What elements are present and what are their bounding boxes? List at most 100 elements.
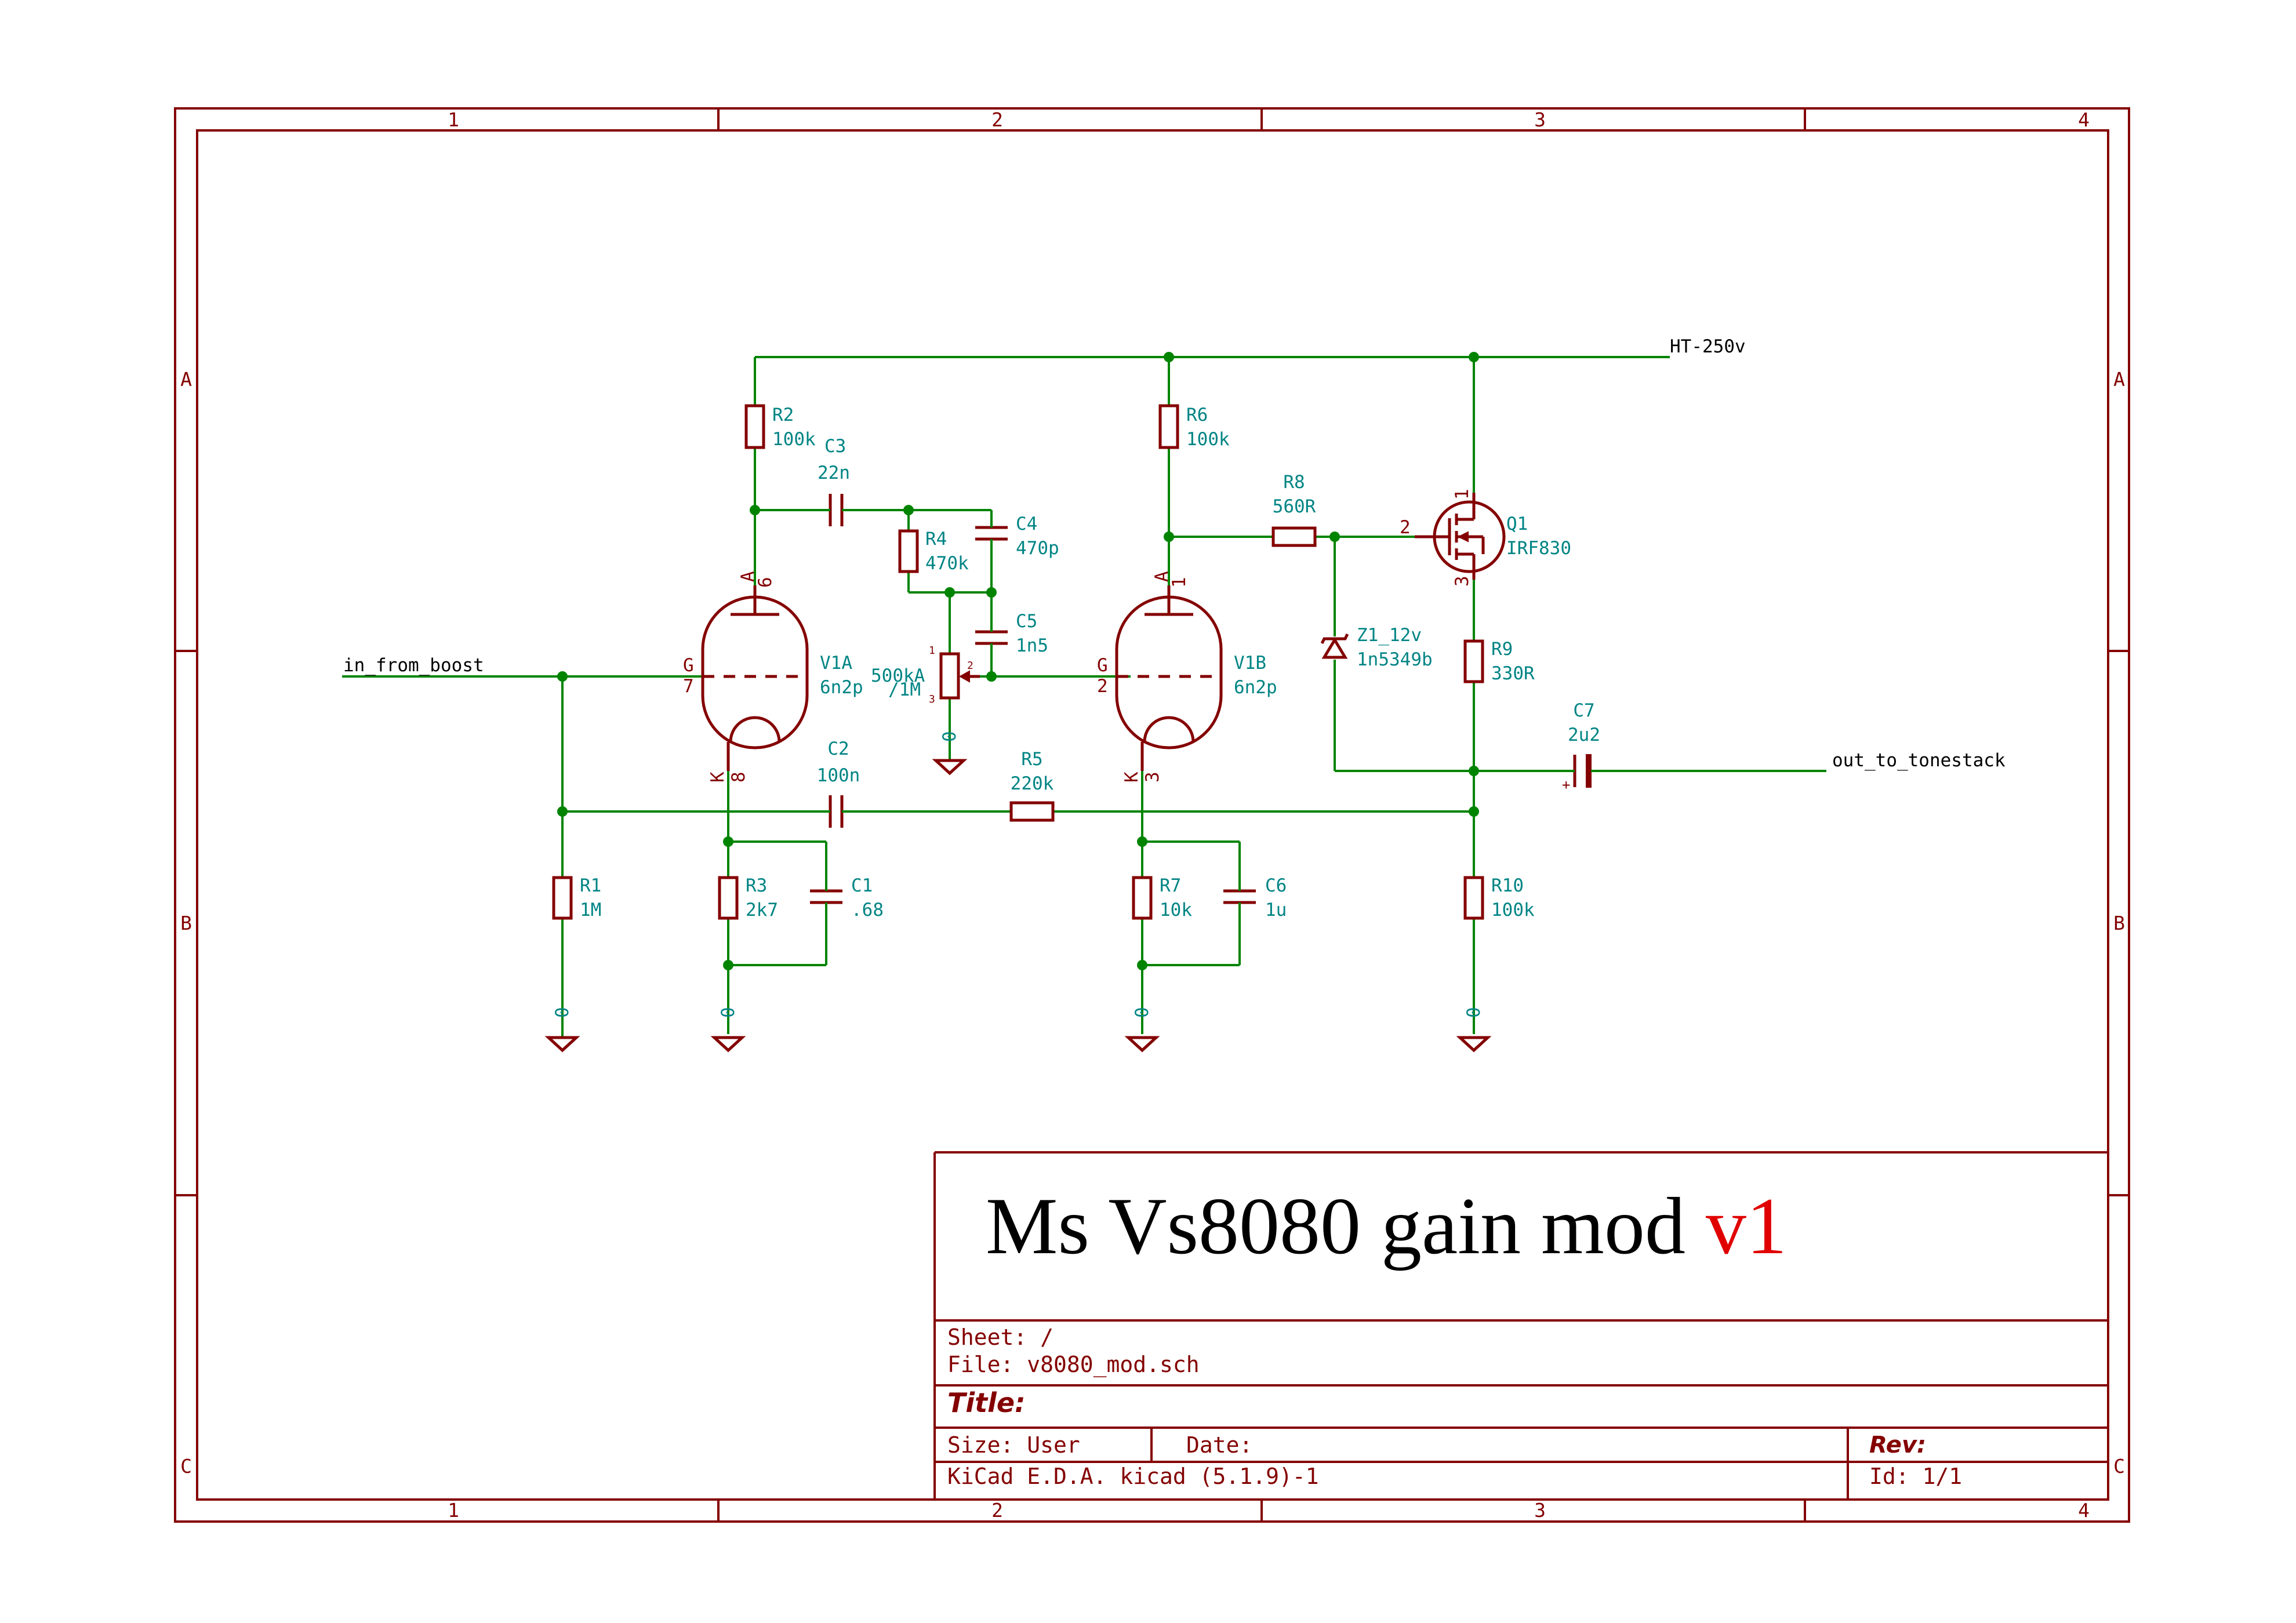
r3-value: 2k7 (746, 900, 778, 920)
capacitor-c4: C4 470p (975, 514, 1059, 559)
resistor-r6: R6 100k (1158, 404, 1230, 450)
resistor-r2: R2 100k (744, 404, 816, 450)
c7-plus-marker: + (1562, 777, 1570, 793)
v1a-ref: V1A (820, 653, 852, 674)
gnd-label-r3: 0 (718, 1007, 739, 1018)
q1-drain-pin-num: 1 (1452, 489, 1473, 500)
q1-ref: Q1 (1506, 514, 1528, 534)
q1-gate-pin-num: 2 (1400, 517, 1411, 538)
r8-value: 560R (1273, 496, 1316, 517)
row-label-right-c: C (2113, 1455, 2125, 1478)
r5-value: 220k (1011, 773, 1054, 794)
wires (342, 356, 1826, 1034)
r4-ref: R4 (925, 529, 947, 550)
r2-ref: R2 (772, 405, 794, 425)
column-label-top-1: 1 (448, 108, 459, 131)
c3-ref: C3 (824, 436, 846, 457)
v1b-ref: V1B (1234, 653, 1266, 674)
column-label-bottom-4: 4 (2078, 1499, 2090, 1522)
ground-r1: 0 (544, 1007, 580, 1053)
pot-value-alt: /1M (888, 679, 921, 700)
mosfet-q1: 1 2 3 Q1 IRF830 (1400, 489, 1571, 587)
rev-field: Rev: (1869, 1432, 1926, 1458)
zener-z1: Z1_12v 1n5349b (1320, 625, 1433, 670)
z1-value: 1n5349b (1357, 649, 1433, 670)
r6-value: 100k (1186, 429, 1230, 450)
potentiometer: 1 2 3 500kA /1M (871, 645, 980, 705)
drawing-title-version: v1 (1706, 1181, 1787, 1271)
v1b-grid-pin: G (1097, 655, 1108, 676)
pot-pin-2: 2 (967, 660, 973, 672)
r4-value: 470k (925, 553, 969, 574)
z1-ref: Z1_12v (1357, 625, 1422, 646)
row-label-left-a: A (180, 368, 192, 391)
capacitor-c1: C1 .68 (810, 875, 884, 920)
pot-pin-1: 1 (929, 645, 935, 657)
column-label-top-4: 4 (2078, 108, 2090, 131)
v1a-anode-pin-num: 6 (755, 577, 776, 588)
c2-value: 100n (817, 765, 860, 786)
sheet-name: Sheet: / (947, 1324, 1053, 1350)
pot-pin-3: 3 (929, 693, 935, 705)
triode-v1a: A 6 G 7 K 8 V1A 6n2p (683, 571, 863, 783)
v1a-anode-pin: A (738, 571, 758, 582)
q1-source-pin-num: 3 (1452, 576, 1473, 587)
resistor-r4: R4 470k (898, 529, 969, 574)
c1-ref: C1 (851, 875, 873, 896)
r10-value: 100k (1491, 900, 1535, 920)
gnd-label-r7: 0 (1132, 1007, 1153, 1018)
v1b-cathode-pin: K (1121, 772, 1142, 783)
column-label-bottom-2: 2 (991, 1499, 1003, 1522)
title-field: Title: (947, 1387, 1026, 1418)
r6-ref: R6 (1186, 405, 1208, 425)
r5-ref: R5 (1021, 749, 1042, 770)
r1-value: 1M (580, 900, 601, 920)
column-label-top-2: 2 (991, 108, 1003, 131)
ground-r7: 0 (1124, 1007, 1160, 1053)
ground-r10: 0 (1456, 1007, 1492, 1053)
q1-value: IRF830 (1506, 538, 1571, 559)
r7-ref: R7 (1160, 875, 1181, 896)
r10-ref: R10 (1491, 875, 1524, 896)
gnd-label-r1: 0 (552, 1007, 573, 1018)
date-field: Date: (1186, 1432, 1252, 1458)
v1b-cathode-pin-num: 3 (1142, 772, 1163, 783)
resistor-r7: R7 10k (1132, 875, 1192, 920)
net-label-input: in_from_boost (343, 655, 484, 676)
v1b-value: 6n2p (1234, 677, 1277, 698)
file-name: File: v8080_mod.sch (947, 1352, 1200, 1378)
resistor-r8: R8 560R (1271, 472, 1317, 547)
c6-ref: C6 (1265, 875, 1287, 896)
pot-value: 500kA (871, 665, 925, 686)
c7-value: 2u2 (1568, 725, 1600, 745)
c7-ref: C7 (1573, 700, 1594, 721)
r9-ref: R9 (1491, 639, 1513, 660)
v1b-anode-pin: A (1151, 571, 1172, 582)
v1a-grid-pin: G (683, 655, 694, 676)
resistor-r3: R3 2k7 (718, 875, 778, 920)
row-label-left-b: B (180, 912, 192, 934)
column-label-bottom-3: 3 (1534, 1499, 1546, 1522)
capacitor-c3: C3 22n (818, 436, 850, 526)
ground-symbols: 0 0 0 0 0 (544, 731, 1492, 1053)
row-label-left-c: C (180, 1455, 192, 1478)
row-label-right-a: A (2113, 368, 2125, 391)
gnd-label-pot: 0 (939, 731, 960, 742)
resistor-r1: R1 1M (552, 875, 601, 920)
c6-value: 1u (1265, 900, 1287, 920)
r9-value: 330R (1491, 663, 1535, 684)
r1-ref: R1 (580, 875, 601, 896)
junctions (557, 352, 1479, 970)
row-label-right-b: B (2113, 912, 2125, 934)
c4-ref: C4 (1016, 514, 1037, 534)
sheet-frame: 1 2 3 4 1 2 3 4 A B C A B C (174, 107, 2130, 1523)
capacitor-c5: C5 1n5 (975, 611, 1048, 656)
triode-v1b: A 1 G 2 K 3 V1B 6n2p (1097, 571, 1277, 783)
r2-value: 100k (772, 429, 816, 450)
capacitor-c6: C6 1u (1223, 875, 1287, 920)
resistor-r10: R10 100k (1463, 875, 1535, 920)
c1-value: .68 (851, 900, 884, 920)
resistor-r5: R5 220k (1009, 749, 1055, 822)
drawing-title-main: Ms Vs8080 gain mod (986, 1181, 1706, 1271)
